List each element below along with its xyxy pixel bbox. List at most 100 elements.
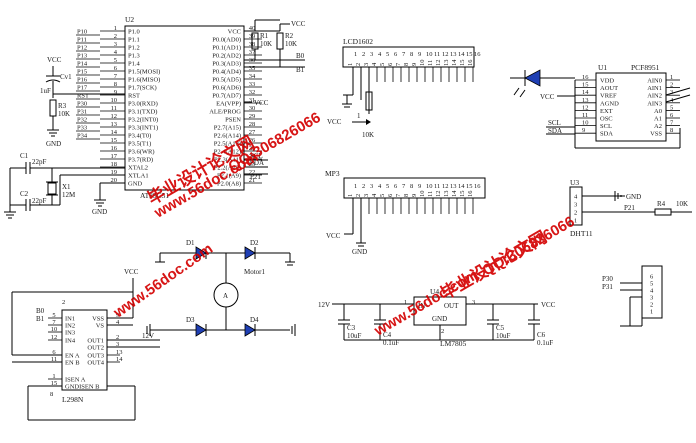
mcu-left-pin-num: 11 xyxy=(111,105,117,112)
reset-res-ref: R3 xyxy=(58,102,67,110)
mcu-left-pin-name: P3.2(INT0) xyxy=(128,117,158,124)
reg-pin-in: 1 xyxy=(404,299,407,306)
resistor-r4 xyxy=(654,208,672,216)
dht-pin-num: 1 xyxy=(574,218,577,225)
driver-left-pin-num: 15 xyxy=(51,380,58,387)
adc-left-pin-num: 12 xyxy=(582,104,589,111)
mcu-right-pin-num: 34 xyxy=(249,73,256,80)
mcu-right-pin-name: P2.1(A9) xyxy=(217,173,241,180)
mcu-right-pin-num: 23 xyxy=(249,161,256,168)
mcu-right-pin-num: 29 xyxy=(249,113,256,120)
lcd-pins: 1122334455667788991010111112121313141415… xyxy=(347,51,481,82)
lcd-contrast-pot xyxy=(365,91,373,111)
driver-right-pin-name: VS xyxy=(96,323,105,330)
reset-gnd-label: GND xyxy=(46,140,61,148)
cap-c6-ref: C6 xyxy=(537,331,546,339)
mcu-left-pin-num: 9 xyxy=(114,89,117,96)
header-pin-num: 3 xyxy=(650,295,653,302)
reg-gnd-label: GND xyxy=(432,315,447,323)
mcu-body xyxy=(124,25,245,191)
mp3-pin-num: 15 xyxy=(466,183,473,190)
d4-ref: D4 xyxy=(250,316,259,324)
mp3-pin-num-lower: 14 xyxy=(451,190,458,197)
mp3-pin-num: 9 xyxy=(418,183,421,190)
mp3-pin-num: 14 xyxy=(458,183,465,190)
lcd-pin-num: 3 xyxy=(370,51,373,58)
adc-right-pin-num: 2 xyxy=(670,82,673,89)
dht-res-value: 10K xyxy=(676,200,688,208)
driver-body xyxy=(61,309,108,391)
mcu-right-pin-name: P0.7(AD7) xyxy=(212,93,241,100)
mp3-pin-num: 10 xyxy=(426,183,433,190)
adc-left-pin-num: 11 xyxy=(582,112,588,119)
adc-right-pin-num: 1 xyxy=(670,74,673,81)
mcu-left-pin-name: P3.7(RD) xyxy=(128,157,153,164)
net-b0: B0 xyxy=(296,52,305,60)
mcu-left-pin-num: 18 xyxy=(111,161,118,168)
crystal-x1 xyxy=(47,182,57,195)
lcd-pin-num: 10 xyxy=(426,51,433,58)
driver-left-pin-name: IN3 xyxy=(65,330,75,337)
adc-vcc-label: VCC xyxy=(540,93,555,101)
driver-left-pin-name: ISEN A xyxy=(65,377,86,384)
adc-right-pin-name: AIN3 xyxy=(647,100,662,107)
adc-left-pin-num: 10 xyxy=(582,120,589,127)
cap-c5-value: 10uF xyxy=(496,332,511,340)
lcd-pin-num: 5 xyxy=(386,51,389,58)
mcu-left-net: P31 xyxy=(77,109,87,116)
mcu-right-pin-num: 33 xyxy=(249,81,256,88)
driver-left-pin-name: IN1 xyxy=(65,316,75,323)
watermark-url-3: www.56doc.com xyxy=(110,240,216,322)
lcd-pin-num: 8 xyxy=(410,51,413,58)
mp3-pin-num: 3 xyxy=(370,183,373,190)
mp3-pin-num-lower: 5 xyxy=(379,194,386,197)
mcu-right-pin-num: 32 xyxy=(249,89,256,96)
r2-value: 10K xyxy=(285,40,297,48)
adc-left-pin-name: EXT xyxy=(600,108,613,115)
dht-pin-num: 2 xyxy=(574,210,577,217)
dht-res-ref: R4 xyxy=(657,200,666,208)
watermark-site-2: 毕业设计论文网 xyxy=(437,227,551,305)
led-triangle xyxy=(524,69,541,87)
mp3-pin-num: 1 xyxy=(354,183,357,190)
mcu-left-pin-num: 17 xyxy=(111,153,118,160)
mcu-right-pin-name: PSEN xyxy=(225,117,241,124)
mp3-pin-num: 13 xyxy=(450,183,457,190)
backlight-led xyxy=(510,69,575,98)
motor-letter: A xyxy=(223,292,228,300)
mcu-left-net: P32 xyxy=(77,117,87,124)
adc-part: PCF8951 xyxy=(631,63,660,72)
lcd-pin-num-lower: 10 xyxy=(419,60,426,67)
mcu-right-pin-name: P0.3(AD3) xyxy=(212,61,241,68)
mcu-right-pin-name: P0.6(AD6) xyxy=(212,85,241,92)
driver-right-pin-num: 3 xyxy=(116,341,119,348)
mcu-left-pin-num: 19 xyxy=(111,169,118,176)
pot-pin: 1 xyxy=(357,112,361,120)
lcd-pin-num: 2 xyxy=(362,51,365,58)
cap-c4-value: 0.1uF xyxy=(383,339,399,347)
driver-net-b1: B1 xyxy=(36,315,45,323)
mcu-right-pin-num: 37 xyxy=(249,49,256,56)
net-sda: SDA xyxy=(250,159,264,167)
mp3-pins: 1122334455667788991010111112121313141415… xyxy=(347,183,481,214)
mcu-left-net: P17 xyxy=(77,85,88,92)
mp3-pin-num-lower: 12 xyxy=(435,191,442,198)
net-b1: B1 xyxy=(296,66,305,74)
mcu-left-pin-num: 1 xyxy=(114,25,117,32)
mcu-right-pin-num: 30 xyxy=(249,105,256,112)
motor-ref: Motor1 xyxy=(244,268,266,276)
lcd-pin-num-lower: 2 xyxy=(355,63,362,66)
mcu-left-net: RST xyxy=(77,93,89,100)
r1-ref: R1 xyxy=(260,32,269,40)
driver-right-pin-num: 9 xyxy=(116,312,119,319)
adc-left-pin-num: 9 xyxy=(582,127,585,134)
adc-left-pin-num: 15 xyxy=(582,82,589,89)
mcu-left-pin-name: XTLA1 xyxy=(128,173,149,180)
mcu-left-net: P34 xyxy=(77,133,88,140)
lcd-pin-num-lower: 9 xyxy=(411,63,418,66)
